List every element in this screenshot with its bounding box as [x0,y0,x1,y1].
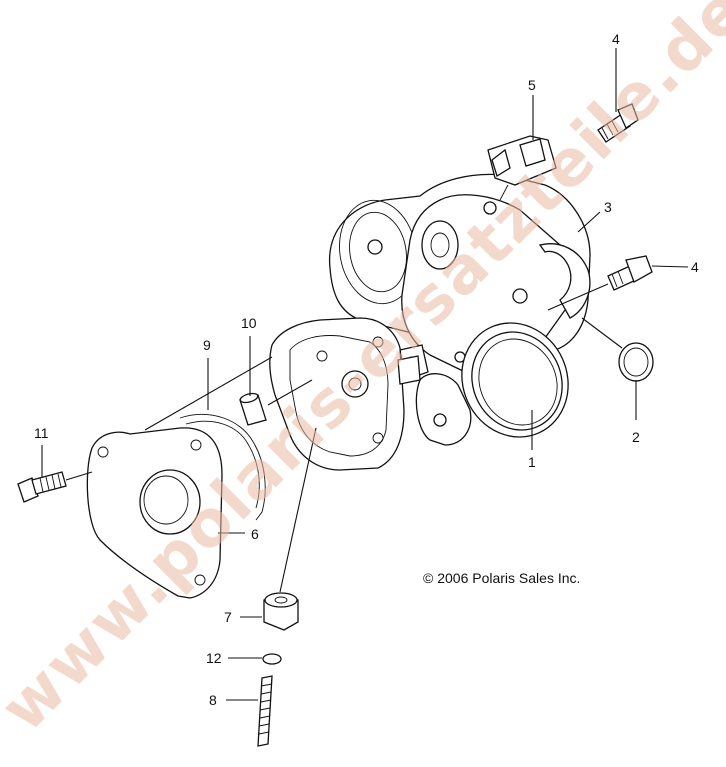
callout-1: 1 [528,454,536,470]
watermark-text: www.polaris-ersatzteile.de [0,0,726,746]
callout-4: 4 [691,259,699,275]
dowel-pin [239,392,267,426]
throttle-body [328,173,591,446]
washer [262,653,282,665]
callout-4: 4 [612,31,620,47]
threaded-stud [257,675,273,747]
callout-7: 7 [224,609,232,625]
cover-screw [17,471,67,503]
cover-housing [269,317,421,471]
cover-plate [86,427,223,599]
callout-6: 6 [251,526,259,542]
callout-labels: 4 5 3 4 2 1 10 9 11 6 7 12 8 [34,31,699,708]
callout-10: 10 [241,315,257,331]
gasket-ring [538,243,591,319]
bolt-top [597,103,639,143]
callout-9: 9 [203,337,211,353]
callout-2: 2 [632,429,640,445]
callout-12: 12 [206,650,222,666]
leader-lines [41,48,689,701]
spacer-nut [263,592,299,631]
sensor-connector [487,135,557,201]
bolt-right [607,255,653,291]
callout-8: 8 [209,692,217,708]
callout-5: 5 [528,77,536,93]
copyright-notice: © 2006 Polaris Sales Inc. [423,570,581,586]
callout-3: 3 [604,199,612,215]
callout-11: 11 [34,425,49,441]
thin-gasket [179,414,266,521]
